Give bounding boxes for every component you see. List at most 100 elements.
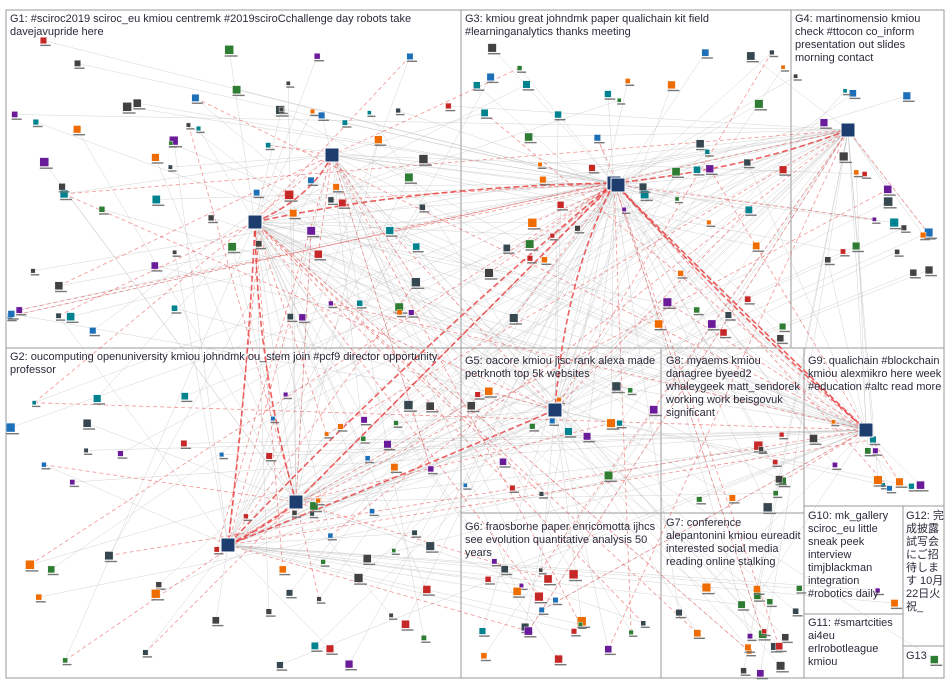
node-label <box>30 274 40 276</box>
edge <box>32 129 849 272</box>
node-label <box>427 472 438 475</box>
group-label-g8: G8: myaems kmiou danagree byeed2 whaleyg… <box>666 355 800 419</box>
node <box>287 313 294 320</box>
edge <box>254 221 775 647</box>
edge <box>747 298 867 431</box>
node-label <box>606 428 620 430</box>
node <box>604 471 613 480</box>
node-label <box>196 131 205 134</box>
node-label <box>574 232 585 234</box>
node <box>104 551 114 561</box>
node <box>611 381 622 392</box>
node-label <box>875 593 884 596</box>
node <box>255 240 263 248</box>
node-label <box>47 573 59 576</box>
edge <box>311 129 849 514</box>
edge <box>14 114 849 131</box>
node <box>524 626 533 636</box>
node-label <box>186 128 195 130</box>
node-label <box>324 437 333 439</box>
edge-strong <box>188 124 297 503</box>
edge-strong <box>254 221 284 570</box>
edge <box>294 182 615 514</box>
node-label <box>338 207 350 209</box>
node-label <box>729 502 740 504</box>
edge <box>50 182 615 570</box>
node <box>467 401 476 411</box>
node <box>753 441 764 451</box>
node-label <box>474 398 485 400</box>
node <box>864 447 872 455</box>
node-label <box>404 410 417 412</box>
node-label <box>342 126 352 128</box>
edge-strong <box>254 221 297 503</box>
node <box>142 649 149 656</box>
node <box>667 80 676 90</box>
node-label <box>151 599 165 601</box>
edge-strong <box>613 182 780 647</box>
node <box>117 450 124 457</box>
node <box>724 311 732 319</box>
node <box>122 102 132 112</box>
node <box>307 176 315 184</box>
node-label <box>522 89 535 91</box>
edge <box>127 106 615 184</box>
node-label <box>524 636 537 638</box>
edge <box>198 128 256 223</box>
edge <box>483 129 849 656</box>
node-label <box>266 615 276 617</box>
edge <box>613 143 701 184</box>
node <box>775 642 783 650</box>
group-label-g4: G4: martinomensio kmiou check #ttocon co… <box>795 13 921 64</box>
node-label <box>616 427 627 429</box>
node-label <box>894 255 904 257</box>
hub-node <box>610 177 626 193</box>
edge-strong <box>331 154 581 625</box>
node-label <box>769 55 779 58</box>
node-label <box>396 315 407 318</box>
edge-strong <box>295 501 320 600</box>
node-label <box>649 414 662 417</box>
node <box>480 109 489 117</box>
node-label <box>60 198 72 201</box>
edge <box>10 129 849 428</box>
node <box>705 164 714 173</box>
node-label <box>696 148 709 151</box>
node <box>324 431 330 437</box>
edge <box>711 323 867 431</box>
node <box>519 583 524 588</box>
node <box>180 440 188 447</box>
node-label <box>753 600 765 602</box>
node-label <box>527 228 541 230</box>
edge-strong <box>254 154 333 223</box>
node <box>675 609 683 617</box>
node-label <box>693 174 705 176</box>
node <box>593 134 601 142</box>
edge-strong <box>195 97 867 431</box>
node <box>522 80 531 89</box>
edge <box>227 544 895 604</box>
node-label <box>286 597 297 599</box>
group-label-g5: G5: oacore kmiou jisc rank alexa made pe… <box>465 355 656 380</box>
node <box>318 111 326 119</box>
node <box>25 560 35 570</box>
node-label <box>831 424 840 427</box>
node <box>924 265 934 275</box>
edge-strong <box>29 182 615 566</box>
node <box>181 392 189 400</box>
node <box>852 241 861 250</box>
edge <box>227 405 431 546</box>
node-label <box>839 161 852 164</box>
node <box>640 620 646 626</box>
edge <box>76 129 297 503</box>
edge <box>554 171 677 411</box>
node-label <box>228 251 241 254</box>
node-label <box>539 613 549 615</box>
edge <box>616 386 867 431</box>
edge-strong <box>227 221 256 546</box>
node-label <box>758 639 771 641</box>
edge <box>254 56 318 223</box>
edge-strong <box>33 154 333 404</box>
node-label <box>39 167 53 169</box>
